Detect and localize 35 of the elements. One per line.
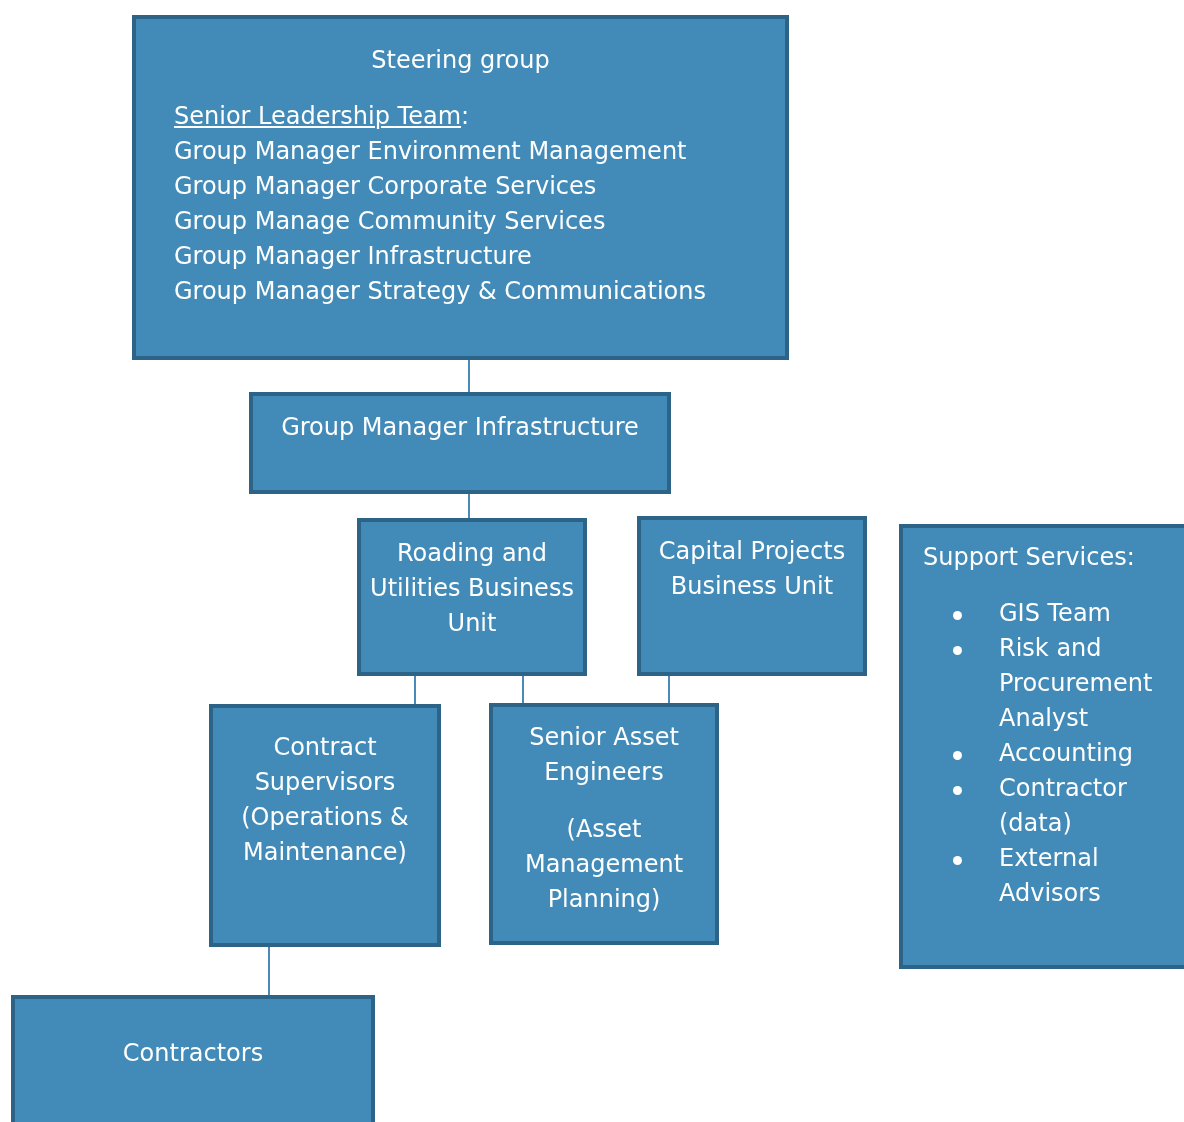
business-unit-box [637, 516, 867, 676]
box-label: Contractors [121, 1038, 265, 1069]
box-label: Group Manager Infrastructure [280, 412, 640, 443]
bullet-item: Risk and Procurement Analyst [923, 631, 1184, 736]
contractors-box [11, 995, 375, 1122]
member-line: Group Manager Corporate Services [174, 171, 598, 202]
bullet-item: External Advisors [923, 841, 1184, 911]
business-unit-box [357, 518, 587, 676]
support-services-panel [899, 524, 1184, 969]
bullet-item: Contractor (data) [923, 771, 1184, 841]
team-box [209, 704, 441, 947]
connector-line [668, 675, 670, 704]
member-line: Group Manage Community Services [174, 206, 607, 237]
connector-line [414, 675, 416, 705]
box-label: Senior Asset Engineers [528, 722, 680, 788]
panel-heading: Support Services: [923, 542, 1136, 573]
bullet-item: GIS Team [923, 596, 1184, 631]
box-label: Roading and Utilities Business Unit [369, 538, 575, 639]
connector-line [468, 493, 470, 519]
connector-line [468, 359, 470, 393]
connector-line [522, 675, 524, 704]
section-heading: Senior Leadership Team [174, 102, 462, 130]
member-line: Group Manager Environment Management [174, 136, 688, 167]
box-heading: Steering group [370, 45, 551, 76]
steering-group-box [132, 15, 789, 360]
manager-box [249, 392, 671, 494]
box-label: Contract Supervisors (Operations & Maintenance) [240, 732, 410, 868]
connector-line [268, 946, 270, 996]
member-line: Group Manager Infrastructure [174, 241, 533, 272]
member-line: Group Manager Strategy & Communications [174, 276, 707, 307]
colon: : [461, 102, 470, 130]
bullet-item: Accounting [923, 736, 1184, 771]
box-label: Capital Projects Business Unit [657, 536, 847, 602]
box-subtitle: (Asset Management Planning) [523, 814, 685, 915]
team-box [489, 703, 719, 945]
